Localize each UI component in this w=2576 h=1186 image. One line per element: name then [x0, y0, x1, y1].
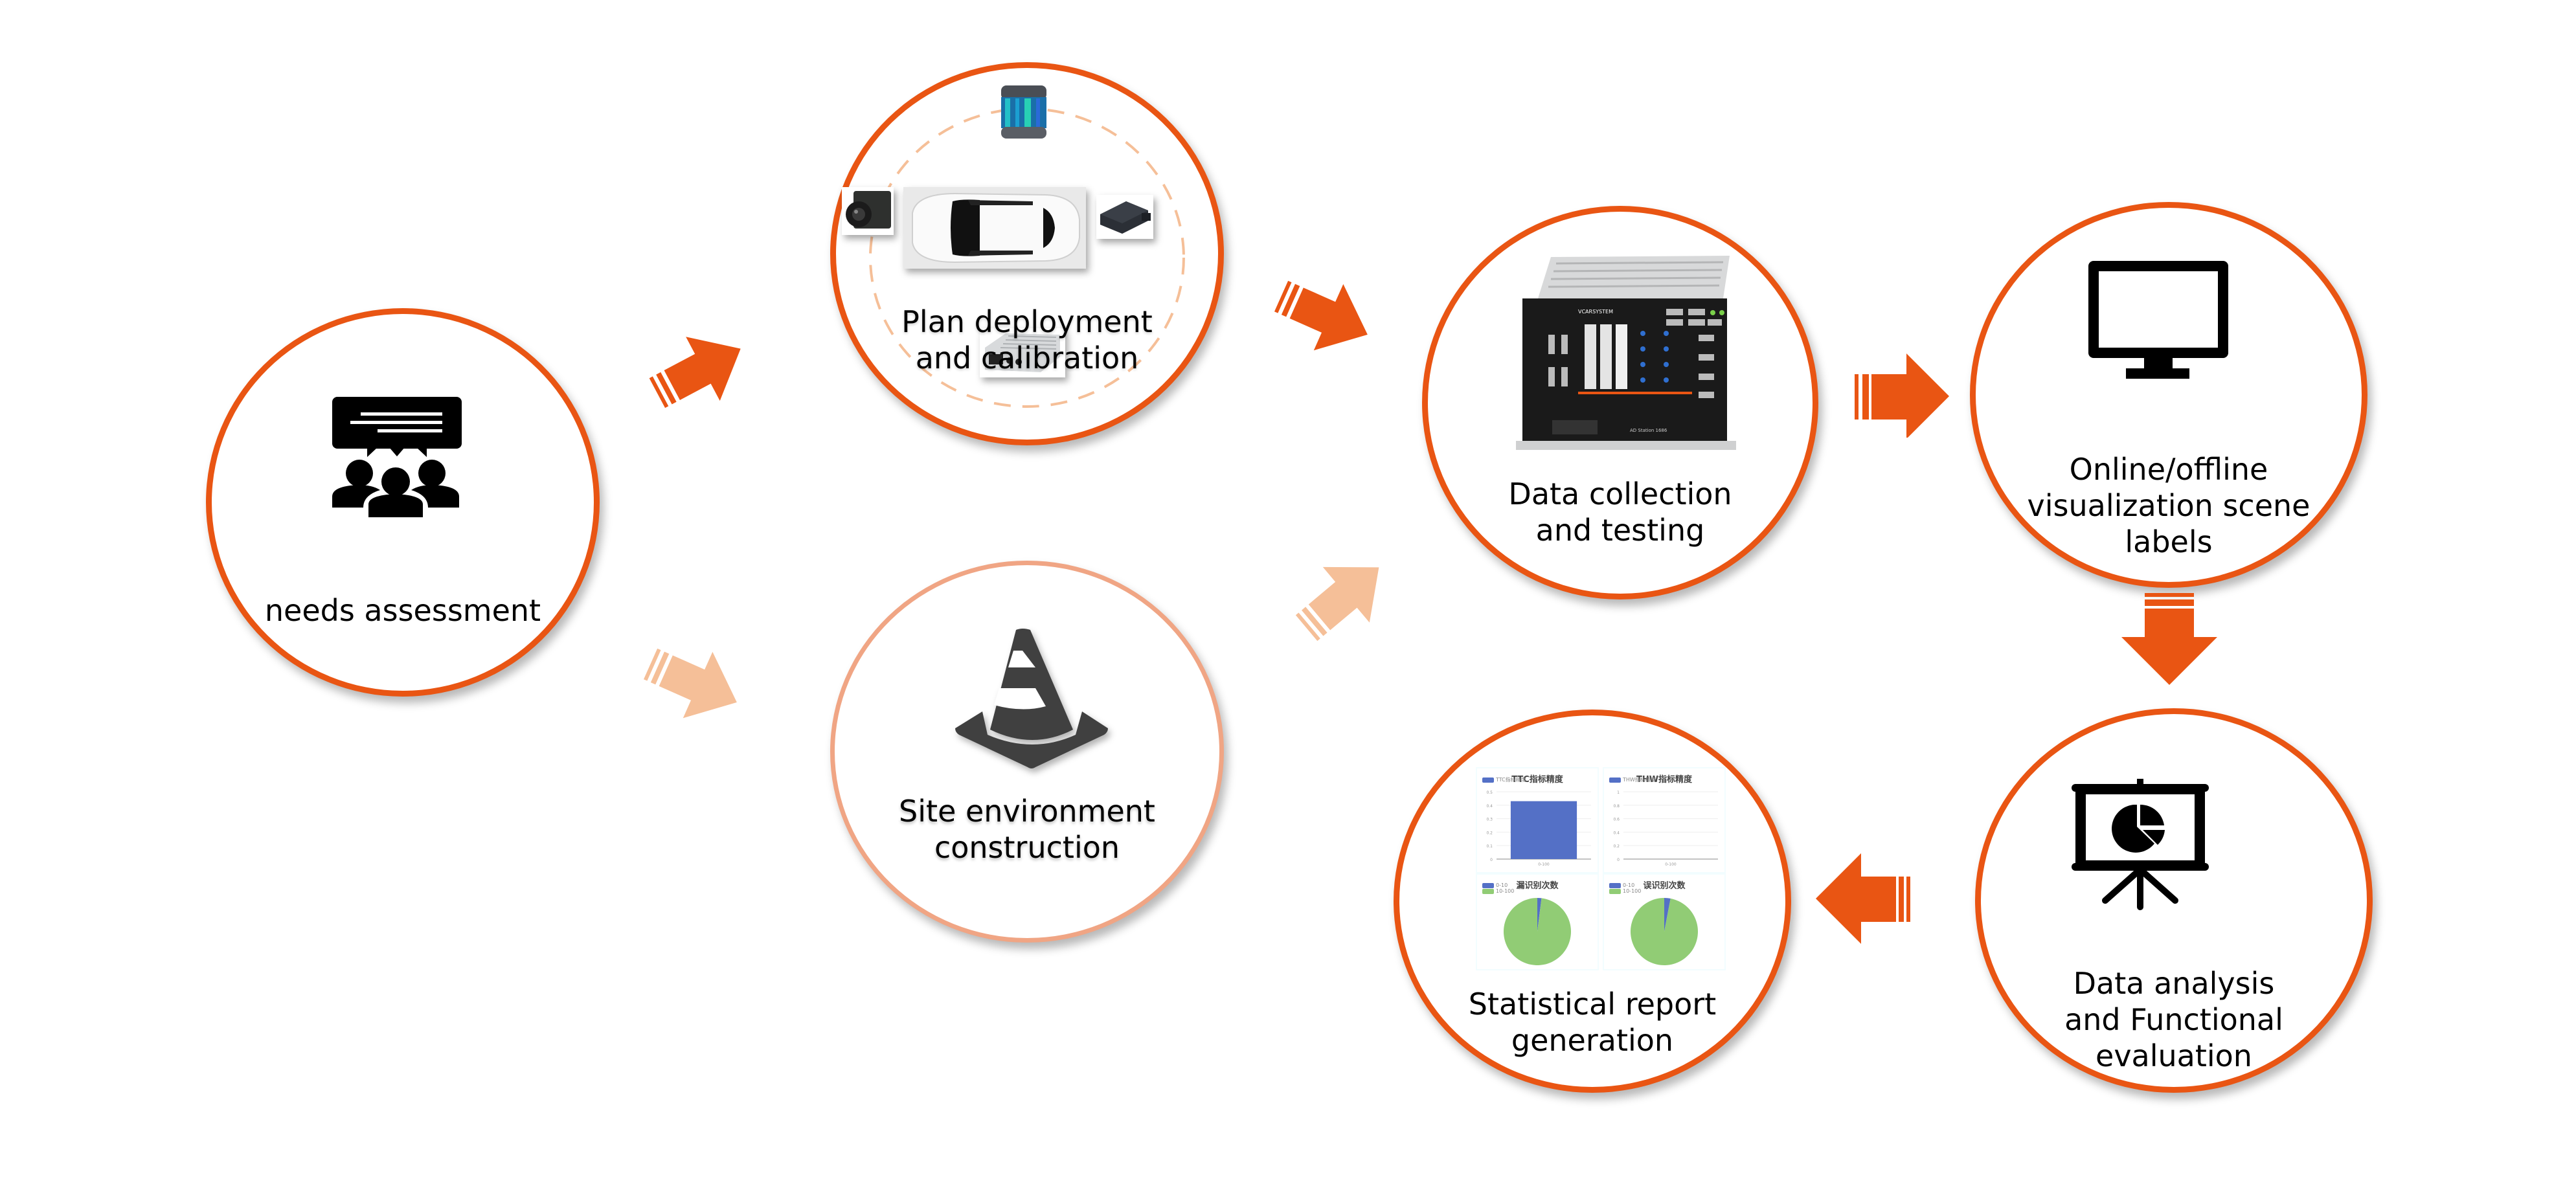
x-tick-label: 0-100: [1538, 862, 1550, 867]
arrow-collect-to-visual: [1855, 353, 1949, 438]
arrow-plan-to-collect: [1274, 280, 1368, 351]
label-line: and testing: [1535, 513, 1705, 548]
mini-chart-legend: 0-10 10-100: [1609, 882, 1641, 894]
mini-chart-title: 误识别次数: [1643, 881, 1686, 891]
step-data-analysis: Data analysis and Functional evaluation: [1975, 708, 2373, 1093]
monitor-icon: [2088, 261, 2228, 379]
legend-label: TTC指标精度: [1496, 777, 1526, 783]
traffic-cone-icon: [955, 629, 1108, 768]
label-line: Statistical report: [1468, 987, 1717, 1022]
legend-label: THW指标精度: [1623, 777, 1656, 783]
label-line: Online/offline: [2069, 452, 2268, 487]
y-tick-label: 0.5: [1486, 790, 1493, 795]
pie-slice: [1631, 898, 1698, 965]
legend-swatch: [1482, 777, 1494, 783]
bar-plot-thw: 0 0.2 0.4 0.6 0.8 1 0-100: [1613, 790, 1718, 867]
device-brand: VCARSYSTEM: [1578, 309, 1613, 315]
mini-chart-legend: 0-10 10-100: [1482, 882, 1514, 894]
arrow-needs-to-plan: [649, 337, 741, 408]
legend-swatch: [1609, 888, 1621, 894]
step-label: Online/offline visualization scene label…: [1976, 451, 2362, 560]
label-line: Data analysis: [2073, 966, 2275, 1001]
step-label: Data collection and testing: [1428, 476, 1813, 548]
camera-sensor-photo: [842, 187, 894, 235]
step-needs-assessment: needs assessment: [206, 308, 600, 697]
mini-chart-title: THW指标精度: [1636, 775, 1693, 785]
device-model: AD Station 1686: [1630, 428, 1667, 433]
step-label: Data analysis and Functional evaluation: [1981, 965, 2367, 1074]
step-label: needs assessment: [212, 592, 594, 629]
y-tick-label: 0.2: [1613, 844, 1620, 849]
ad-station-device-photo: VCARSYSTEM AD Station 1686: [1516, 253, 1736, 454]
label-line: Plan deployment: [901, 304, 1153, 339]
y-tick-label: 0.3: [1486, 818, 1493, 822]
bar-plot-ttc: 0 0.1 0.2 0.3 0.4 0.5 0-100: [1486, 790, 1591, 867]
step-site-environment: Site environment construction: [830, 561, 1224, 943]
legend-label: 10-100: [1623, 888, 1642, 894]
step-label: Plan deployment and calibration: [836, 304, 1218, 376]
pie-slice: [1537, 898, 1542, 932]
legend-label: 0-10: [1623, 882, 1635, 888]
y-tick-label: 0.6: [1613, 818, 1620, 822]
y-tick-label: 0: [1617, 858, 1620, 862]
meeting-speech-icon: [332, 397, 462, 517]
pie-plot-missed: [1504, 898, 1571, 965]
step-label: Site environment construction: [835, 793, 1219, 866]
y-tick-label: 0.1: [1486, 844, 1493, 849]
label-line: and calibration: [915, 341, 1139, 375]
label-line: and Functional: [2064, 1002, 2283, 1037]
step-plan-deployment: Plan deployment and calibration: [830, 62, 1224, 445]
legend-swatch: [1609, 882, 1621, 888]
mini-chart-legend: THW指标精度: [1609, 776, 1656, 783]
label-line: needs assessment: [264, 593, 541, 628]
mini-chart-title: 漏识别次数: [1516, 881, 1559, 891]
label-line: Data collection: [1508, 476, 1732, 511]
pie-plot-false: [1631, 898, 1698, 965]
y-tick-label: 0.2: [1486, 831, 1493, 835]
controller-box-photo: [980, 328, 1065, 377]
step-label: Statistical report generation: [1399, 986, 1785, 1058]
y-tick-label: 0.4: [1486, 804, 1493, 809]
legend-label: 10-100: [1496, 888, 1515, 894]
legend-swatch: [1609, 777, 1621, 783]
label-line: evaluation: [2096, 1038, 2252, 1073]
label-line: Site environment: [899, 794, 1155, 829]
lidar-sensor-photo: [999, 84, 1049, 142]
step-data-collection: VCARSYSTEM AD Station 1686 Data collecti…: [1422, 206, 1818, 599]
car-top-view-photo: [903, 187, 1086, 269]
legend-swatch: [1482, 888, 1494, 894]
y-tick-label: 1: [1617, 790, 1620, 795]
y-tick-label: 0.8: [1613, 804, 1620, 809]
mini-chart-title: TTC指标精度: [1511, 775, 1563, 785]
mini-chart-thw: THW指标精度 THW指标精度 0 0.2 0.4 0.6 0.8 1 0-100: [1603, 767, 1726, 873]
label-line: visualization scene: [2027, 488, 2310, 523]
pie-slice: [1504, 898, 1571, 965]
legend-label: 0-10: [1496, 882, 1508, 888]
y-tick-label: 0.4: [1613, 831, 1620, 835]
label-line: construction: [934, 830, 1120, 865]
x-tick-label: 0-100: [1665, 862, 1677, 867]
y-tick-label: 0: [1490, 858, 1493, 862]
step-visualization-labels: Online/offline visualization scene label…: [1970, 202, 2367, 588]
pie-slice: [1664, 898, 1671, 932]
arrow-needs-to-site: [643, 648, 737, 719]
arrow-analysis-to-report: [1816, 853, 1910, 944]
radar-sensor-photo: [1096, 195, 1153, 239]
mini-chart-false-detection: 误识别次数 0-10 10-100: [1603, 873, 1726, 970]
label-line: generation: [1511, 1023, 1674, 1058]
arrow-visual-to-analysis: [2121, 593, 2217, 685]
mini-chart-ttc: TTC指标精度 TTC指标精度 0 0.1 0.2 0.3 0.4 0.5 0-100: [1476, 767, 1599, 873]
label-line: labels: [2125, 524, 2213, 559]
legend-swatch: [1482, 882, 1494, 888]
mini-chart-missed-detection: 漏识别次数 0-10 10-100: [1476, 873, 1599, 970]
presentation-pie-icon: [2072, 779, 2209, 910]
bar: [1510, 801, 1577, 859]
mini-chart-legend: TTC指标精度: [1482, 776, 1526, 783]
arrow-site-to-collect: [1295, 566, 1379, 642]
